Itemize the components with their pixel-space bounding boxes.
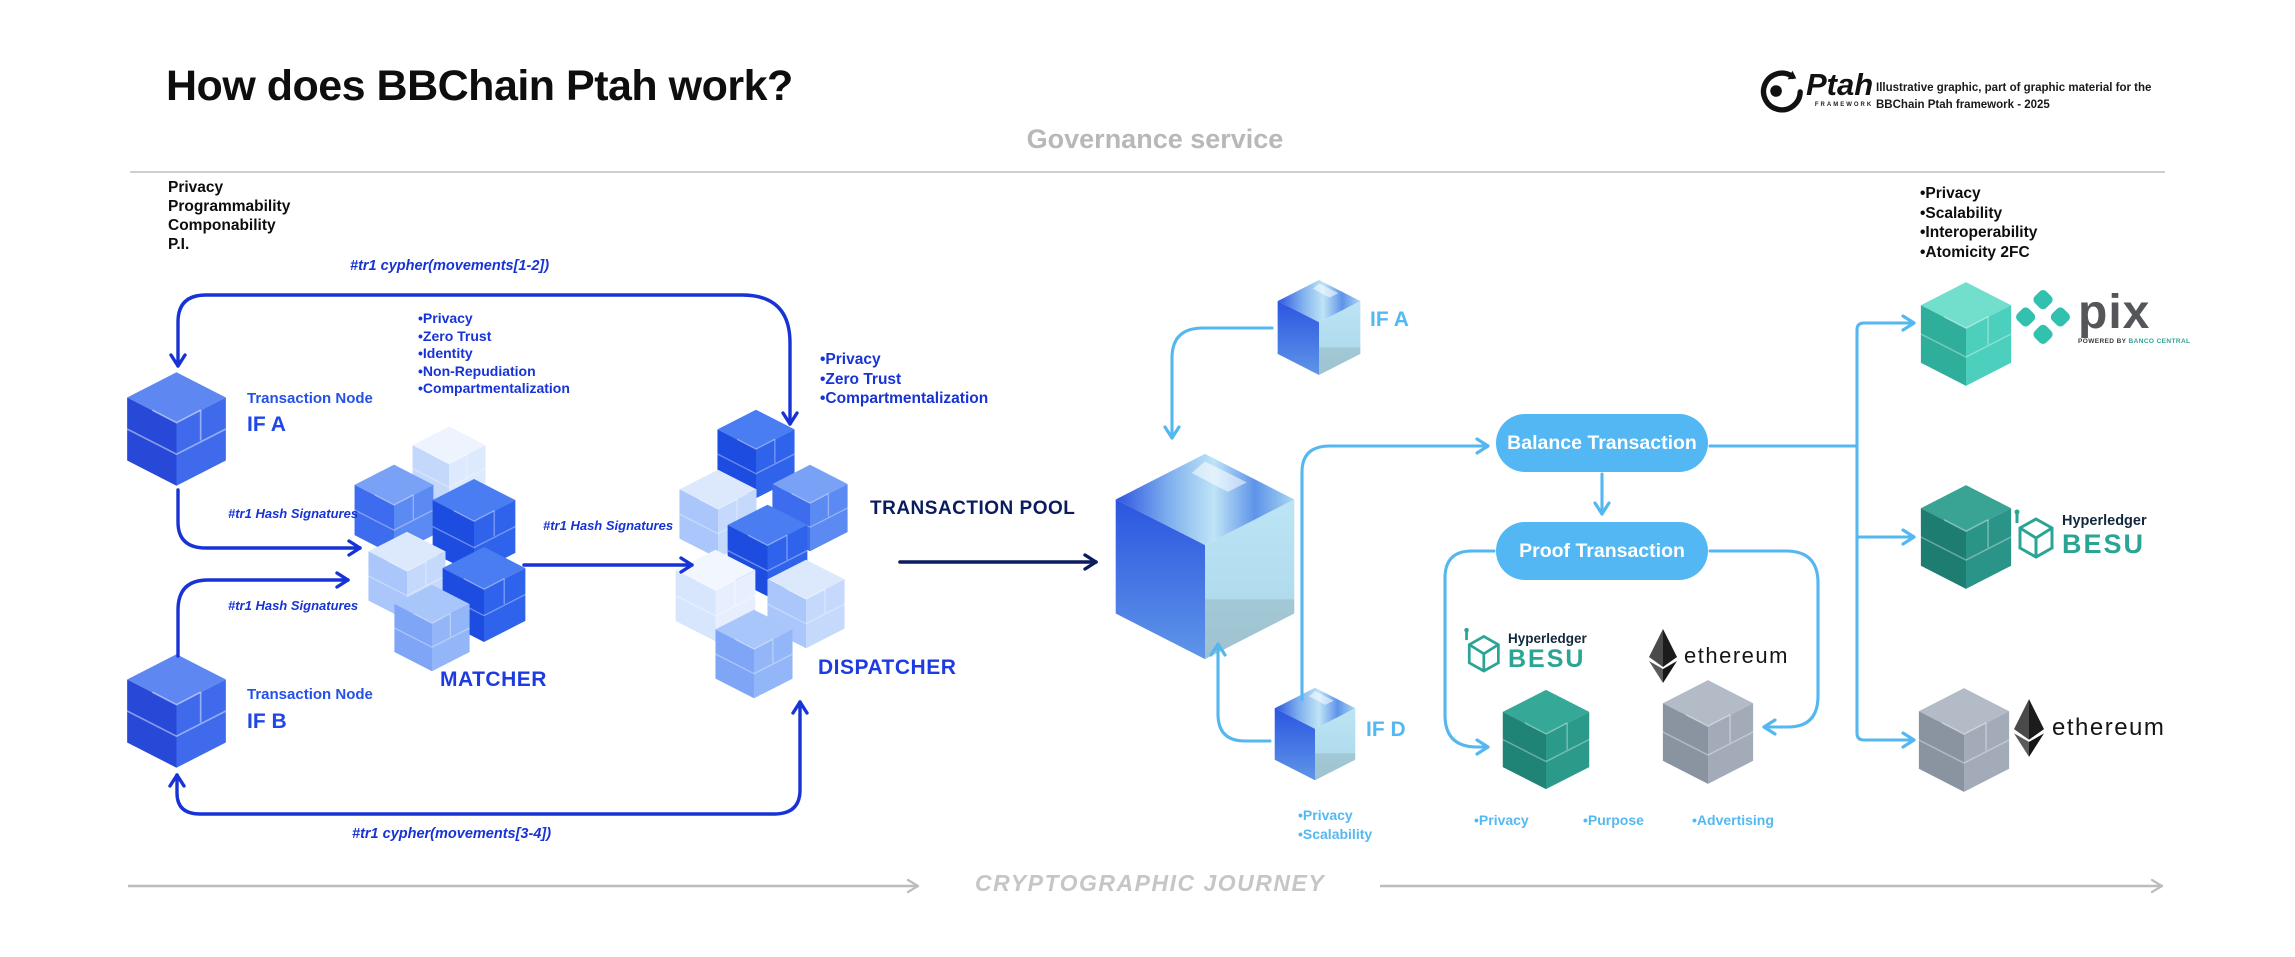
credit-note: Illustrative graphic, part of graphic ma… [1876,80,2151,114]
besu-wordmark: Hyperledger BESU [1508,631,1587,672]
matcher-bullet: •Zero Trust [418,327,492,344]
matcher-bullet: •Non-Repudiation [418,362,536,379]
ledger-bullet-privacy: •Privacy [1474,812,1529,828]
pix-cube [1918,280,2014,388]
right-property: •Interoperability [1920,224,2038,241]
dispatcher-cube [713,608,795,700]
to-pix-arrow [1855,314,1916,448]
transaction-pool-label: TRANSACTION POOL [870,498,1076,519]
left-properties-list: Privacy Programmability Componability P.… [168,178,290,254]
ethereum-logo-mid: ethereum [1646,628,1789,684]
if-d-cube [1272,686,1358,782]
pix-logo: pix POWERED BY BANCO CENTRAL [2016,286,2190,346]
besu-icon [2014,509,2054,559]
dispatcher-bullet: •Zero Trust [820,370,902,388]
transaction-node-b-cube [124,652,229,770]
right-property: •Scalability [1920,204,2003,222]
matcher-label: MATCHER [440,668,547,691]
ptah-brand-text: Ptah [1806,67,1874,102]
matcher-bullet: •Privacy [418,310,473,326]
besu-cube [1918,483,2014,591]
node-a-name: IF A [247,413,286,436]
cypher-movements-3-4-label: #tr1 cypher(movements[3-4]) [352,826,552,842]
ptah-wordmark: Ptah FRAMEWORK [1806,67,1874,109]
besu-hyperledger-text: Hyperledger [1508,630,1587,646]
besu-name-text: BESU [1508,644,1586,673]
right-property: •Atomicity 2FC [1920,243,2030,261]
page-title: How does BBChain Ptah work? [166,62,793,110]
left-property: Privacy [168,179,224,196]
to-ethereum-arrow [1855,444,1916,749]
credit-note-line1: Illustrative graphic, part of graphic ma… [1876,82,2152,94]
matcher-bullet: •Compartmentalization [418,380,570,396]
dispatcher-bullet-list: •Privacy •Zero Trust •Compartmentalizati… [820,350,988,409]
ledger-bullet-advertising: •Advertising [1692,812,1774,828]
ifb-to-matcher-arrow [176,571,350,658]
transaction-pool-cube [1110,450,1300,663]
ethereum-logo-right: ethereum [2010,698,2165,758]
if-a-small-cube [1275,278,1363,377]
left-property: Componability [168,217,276,234]
pool-to-balance-arrow [1300,437,1490,702]
ethereum-text: ethereum [1684,643,1789,668]
ptah-swirl-icon [1760,70,1803,113]
node-b-caption: Transaction Node [247,686,373,703]
ethereum-icon [2014,699,2044,757]
hash-signatures-label-matcher: #tr1 Hash Signatures [543,518,674,533]
besu-wordmark: Hyperledger BESU [2062,513,2147,558]
pix-name-text: pix [2078,286,2151,339]
if-a-label: IF A [1370,308,1409,331]
pix-subtitle: POWERED BY BANCO CENTRAL [2078,338,2190,345]
ptah-logo: Ptah FRAMEWORK [1750,68,1873,114]
besu-ledger-cube [1500,688,1592,791]
besu-hyperledger-text: Hyperledger [2062,512,2147,529]
proof-transaction-pill: Proof Transaction [1496,522,1708,580]
governance-service-label: Governance service [1026,124,1284,154]
besu-logo-mid: Hyperledger BESU [1462,624,1587,678]
besu-name-text: BESU [2062,528,2146,559]
pix-icon [2016,290,2070,344]
hash-signatures-label-a: #tr1 Hash Signatures [228,506,359,521]
if-d-label: IF D [1366,718,1406,741]
right-property: •Privacy [1920,185,1981,202]
left-property: P.I. [168,236,190,253]
matcher-bullet-list: •Privacy •Zero Trust •Identity •Non-Repu… [418,310,570,398]
cryptographic-journey-label: CRYPTOGRAPHIC JOURNEY [975,870,1326,896]
ptah-tagline-text: FRAMEWORK [1814,102,1874,108]
ledger-bullet-purpose: •Purpose [1583,812,1644,828]
cypher-movements-1-2-label: #tr1 cypher(movements[1-2]) [350,258,550,274]
node-a-caption: Transaction Node [247,390,373,407]
ethereum-cube [1916,686,2012,794]
if-d-bullet: •Scalability [1298,826,1373,842]
transaction-node-a-cube [124,370,229,488]
besu-icon [1464,627,1500,673]
ethereum-text: ethereum [2052,714,2166,741]
balance-transaction-pill: Balance Transaction [1496,414,1708,472]
right-properties-list: •Privacy •Scalability •Interoperability … [1920,184,2037,262]
pix-banco-central-text: BANCO CENTRAL [2128,338,2191,345]
credit-note-line2: BBChain Ptah framework - 2025 [1876,99,2050,111]
ethereum-icon [1649,629,1677,683]
matcher-bullet: •Identity [418,345,473,361]
if-d-bullet: •Privacy [1298,807,1353,823]
node-b-name: IF B [247,710,287,733]
ethereum-ledger-cube [1660,678,1756,786]
dispatcher-label: DISPATCHER [818,656,957,679]
pix-powered-by-text: POWERED BY [2078,338,2127,345]
dispatcher-bullet: •Compartmentalization [820,390,989,407]
pix-wordmark: pix POWERED BY BANCO CENTRAL [2078,286,2190,346]
matcher-cube-cluster [352,425,552,675]
matcher-cube [392,583,472,673]
if-d-bullet-list: •Privacy •Scalability [1298,806,1372,844]
left-property: Programmability [168,198,291,215]
ifa-to-pool-arrow [1163,326,1274,440]
dispatcher-bullet: •Privacy [820,351,881,368]
hash-signatures-label-b: #tr1 Hash Signatures [228,598,359,613]
besu-logo-right: Hyperledger BESU [2012,506,2147,564]
